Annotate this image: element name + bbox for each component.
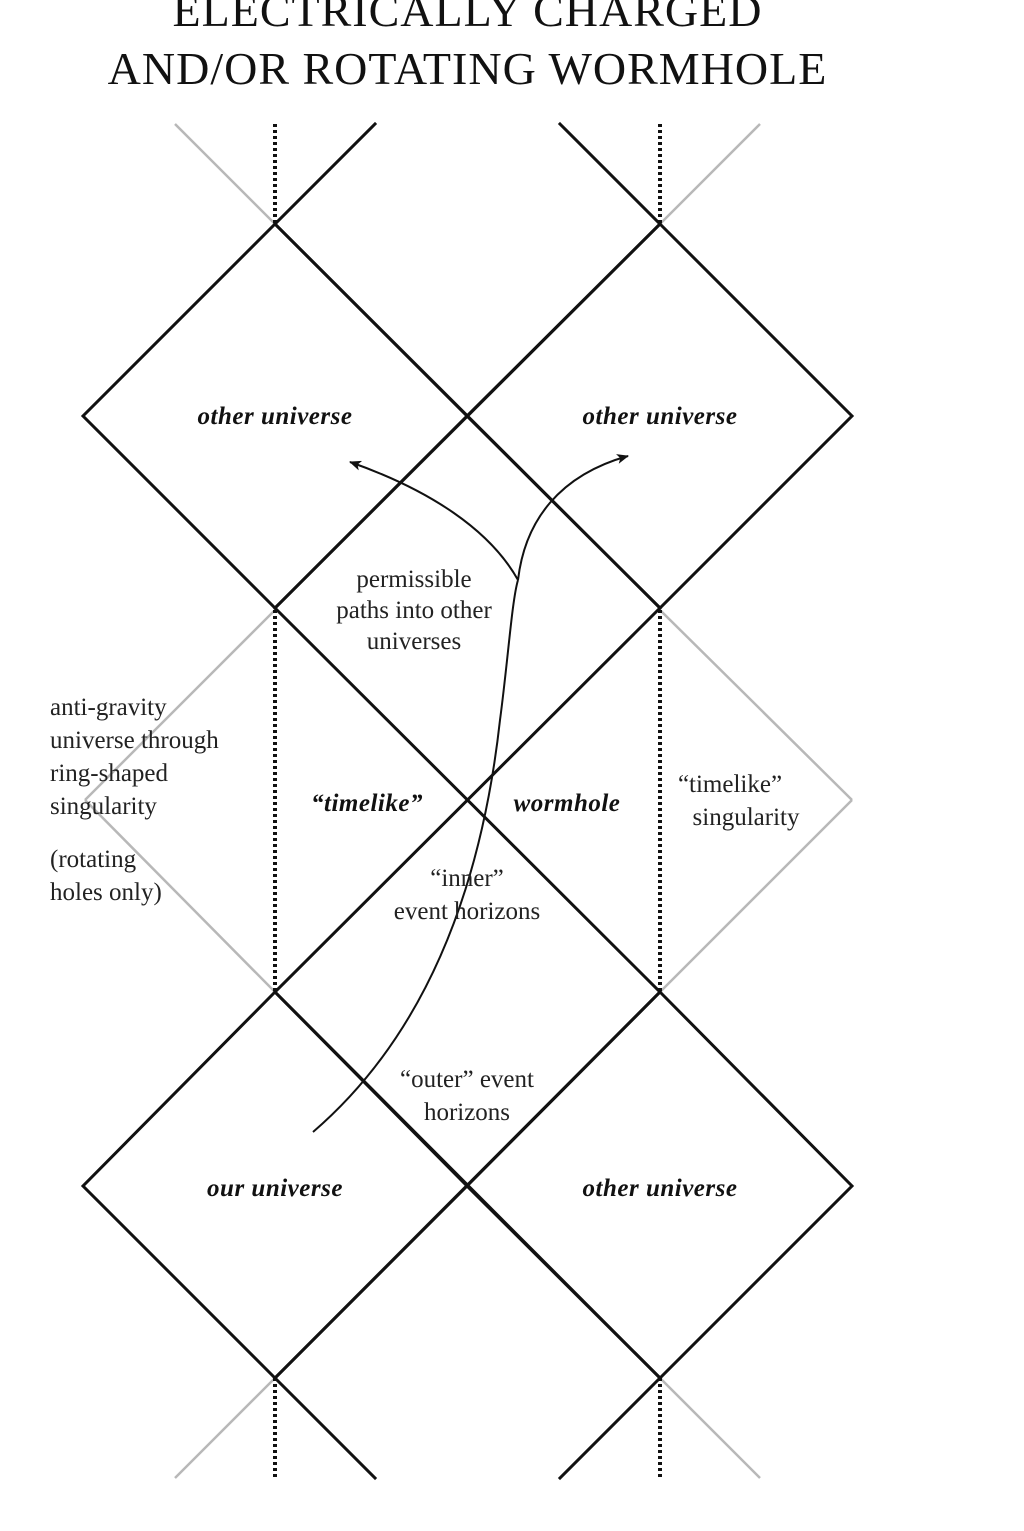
worldline-branch-right bbox=[517, 454, 629, 581]
inner-horizon-right bbox=[272, 605, 663, 995]
grey-line-top-right bbox=[659, 123, 761, 225]
label-timelike: “timelike” bbox=[311, 790, 423, 817]
label-other-universe-top-left: other universe bbox=[198, 403, 353, 430]
grey-extension-lines bbox=[84, 123, 853, 1479]
anti-gravity-line-2: universe through bbox=[50, 727, 219, 754]
outer-horizon-right bbox=[272, 989, 663, 1381]
inner-horizons-line-1: “inner” bbox=[430, 865, 504, 892]
anti-gravity-line-4: singularity bbox=[50, 793, 157, 820]
label-our-universe: our universe bbox=[207, 1175, 343, 1202]
grey-line-mid-left-lower bbox=[84, 799, 276, 993]
annotation-outer-horizons: “outer” event horizons bbox=[400, 1066, 534, 1126]
grey-line-mid-left-upper bbox=[84, 609, 276, 801]
singularity-lines bbox=[273, 124, 662, 1478]
permissible-line-1: permissible bbox=[356, 566, 471, 593]
horizon-line-top-left-stub bbox=[272, 121, 378, 227]
horizon-line-top-right-stub bbox=[557, 121, 663, 227]
grey-line-bottom-left bbox=[174, 1377, 276, 1479]
horizon-line-bottom-right-stub bbox=[557, 1375, 663, 1481]
annotation-inner-horizons: “inner” event horizons bbox=[394, 865, 540, 925]
worldline-branch-left bbox=[349, 460, 519, 581]
permissible-line-2: paths into other bbox=[336, 597, 492, 624]
label-other-universe-bottom-right: other universe bbox=[583, 1175, 738, 1202]
outer-horizons-line-2: horizons bbox=[424, 1099, 510, 1126]
grey-line-mid-right-lower bbox=[659, 799, 853, 993]
annotation-timelike-singularity: “timelike” singularity bbox=[678, 771, 800, 831]
timelike-singularity-line-2: singularity bbox=[693, 804, 800, 831]
diagram-title-line-1: ELECTRICALLY CHARGED bbox=[172, 0, 763, 36]
annotation-anti-gravity: anti-gravity universe through ring-shape… bbox=[50, 694, 219, 906]
grey-line-mid-right-upper bbox=[659, 609, 853, 801]
inner-horizons-line-2: event horizons bbox=[394, 898, 540, 925]
anti-gravity-line-1: anti-gravity bbox=[50, 694, 167, 721]
anti-gravity-line-3: ring-shaped bbox=[50, 760, 169, 787]
horizon-lines bbox=[80, 121, 855, 1481]
label-other-universe-top-right: other universe bbox=[583, 403, 738, 430]
rotating-only-line-2: holes only) bbox=[50, 879, 162, 906]
horizon-line-bottom-left-stub bbox=[272, 1375, 378, 1481]
permissible-line-3: universes bbox=[367, 628, 461, 655]
outer-horizons-line-1: “outer” event bbox=[400, 1066, 534, 1093]
grey-line-bottom-right bbox=[659, 1377, 761, 1479]
annotation-permissible-paths: permissible paths into other universes bbox=[336, 566, 492, 655]
timelike-singularity-line-1: “timelike” bbox=[678, 771, 782, 798]
horizon-line-upper-centre-right bbox=[272, 221, 663, 611]
diagram-title-line-2: AND/OR ROTATING WORMHOLE bbox=[107, 43, 828, 94]
worldline-paths bbox=[312, 454, 629, 1133]
rotating-only-line-1: (rotating bbox=[50, 846, 137, 873]
label-wormhole: wormhole bbox=[514, 790, 621, 817]
worldline-main bbox=[312, 579, 519, 1133]
grey-line-top-left bbox=[174, 123, 276, 225]
